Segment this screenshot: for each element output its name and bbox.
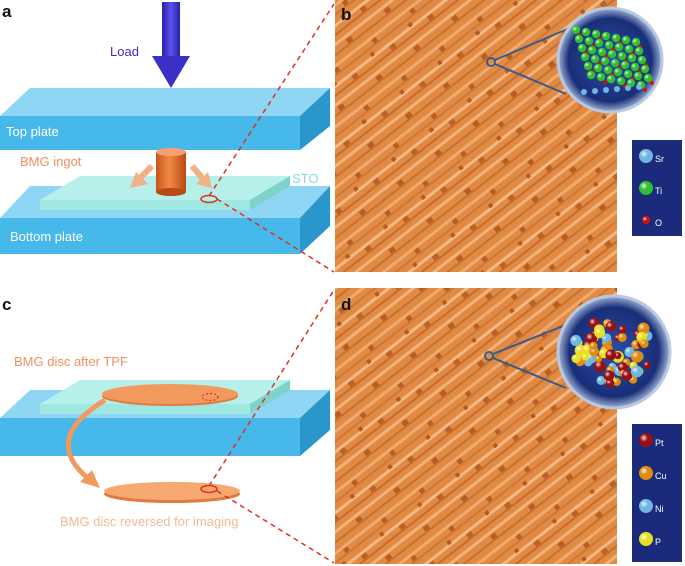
panel-label-b: b	[341, 5, 351, 24]
region-marker-c-dotted	[201, 392, 219, 402]
zoom-line-a-lower	[216, 198, 335, 273]
zoom-line-c-lower	[216, 490, 335, 564]
bmg-ingot	[156, 148, 186, 196]
label-bmg-disc-after-tpf: BMG disc after TPF	[14, 354, 128, 369]
zoom-pointer-b	[486, 27, 571, 95]
legend-b-label-sr: Sr	[655, 154, 664, 164]
label-bmg-ingot: BMG ingot	[20, 154, 82, 169]
legend-d-label-pt: Pt	[655, 438, 664, 448]
panel-label-c: c	[2, 295, 11, 314]
zoom-line-a-upper	[208, 3, 335, 197]
top-plate	[0, 88, 330, 150]
load-arrow-icon	[152, 2, 190, 88]
spread-arrow-left-icon	[130, 163, 155, 188]
panel-label-a: a	[2, 2, 12, 21]
label-sto: STO	[292, 171, 319, 186]
label-bottom-plate: Bottom plate	[10, 229, 83, 244]
label-load: Load	[110, 44, 139, 59]
bmg-disc-top	[102, 384, 238, 406]
legend-b-label-o: O	[655, 218, 662, 228]
zoom-pointer-d	[484, 323, 569, 389]
flip-arrow-icon	[65, 397, 107, 488]
panel-label-d: d	[341, 295, 351, 314]
zoom-line-c-upper	[208, 289, 335, 487]
label-top-plate: Top plate	[6, 124, 59, 139]
legend-d-label-p: P	[655, 537, 661, 547]
legend-d-label-cu: Cu	[655, 471, 667, 481]
legend-b-label-ti: Ti	[655, 186, 662, 196]
crystal-structure-bubble	[556, 6, 664, 114]
spread-arrow-right-icon	[189, 164, 212, 188]
legend-d-label-ni: Ni	[655, 504, 664, 514]
label-bmg-disc-reversed: BMG disc reversed for imaging	[60, 514, 238, 529]
amorphous-structure-bubble	[556, 294, 672, 410]
